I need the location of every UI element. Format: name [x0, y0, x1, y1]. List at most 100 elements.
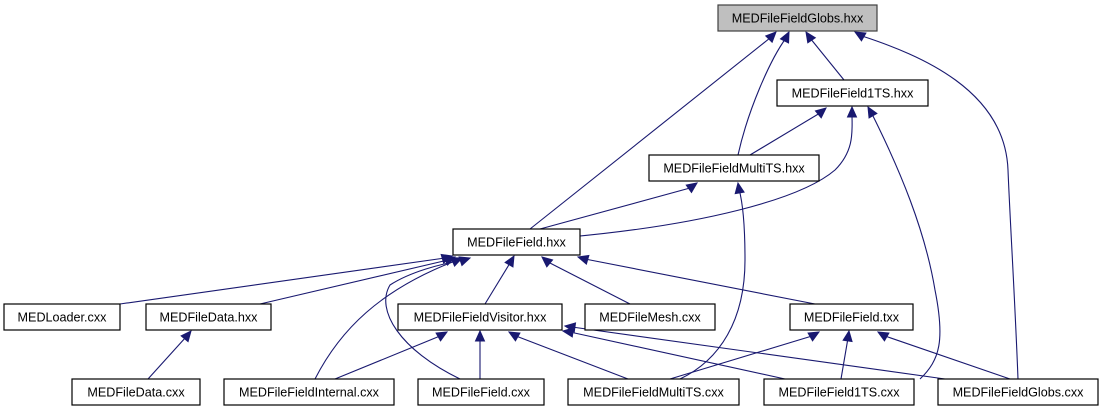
edge-line [749, 112, 821, 156]
node-box[interactable] [648, 154, 820, 182]
edge-medfilefield1ts-hxx-to-medfilefieldglobs-hxx [805, 30, 845, 81]
node-label: MEDFileField.txx [804, 311, 900, 325]
node-box[interactable] [763, 378, 915, 406]
node-label: MEDFileFieldGlobs.hxx [732, 12, 864, 26]
arrowhead-icon [563, 322, 577, 333]
arrowhead-icon [180, 330, 192, 343]
edge-line [529, 37, 771, 230]
edge-line [571, 326, 946, 380]
edge-line [547, 261, 631, 305]
edge-line [584, 258, 816, 305]
edge-medfilefield1ts-cxx-to-medfilefieldvisitor-hxx [561, 327, 786, 380]
arrowhead-icon [867, 105, 878, 119]
arrowhead-icon [504, 254, 515, 268]
node-medfilefield-hxx[interactable]: MEDFileField.hxx [452, 228, 581, 256]
node-medfilefield1ts-cxx[interactable]: MEDFileField1TS.cxx [763, 378, 915, 406]
edge-line [809, 37, 845, 81]
node-medloader-cxx[interactable]: MEDLoader.cxx [3, 303, 121, 331]
edge-medfilefield-txx-to-medfilefield-hxx [576, 254, 816, 305]
node-medfiledata-cxx[interactable]: MEDFileData.cxx [71, 378, 201, 406]
edge-medfilefield-cxx-to-medfilefield-hxx [385, 256, 472, 380]
edge-medfiledata-cxx-to-medfiledata-hxx [147, 330, 192, 380]
node-box[interactable] [417, 378, 545, 406]
edge-line [737, 37, 787, 156]
node-medfilefieldinternal-cxx[interactable]: MEDFileFieldInternal.cxx [223, 378, 395, 406]
nodes-layer: MEDFileFieldGlobs.hxxMEDFileField1TS.hxx… [3, 4, 1099, 406]
node-box[interactable] [776, 79, 929, 107]
node-box[interactable] [584, 303, 716, 331]
arrowhead-icon [734, 181, 745, 195]
edge-line [515, 335, 629, 380]
arrowhead-icon [853, 31, 867, 42]
node-label: MEDFileData.hxx [160, 311, 259, 325]
edge-medfilefield1ts-cxx-to-medfilefield-txx [840, 329, 853, 380]
node-label: MEDFileFieldGlobs.cxx [953, 386, 1085, 400]
edge-medfilefieldinternal-cxx-to-medfilefieldvisitor-hxx [334, 331, 449, 380]
edges-layer [119, 30, 1019, 380]
edge-medloader-cxx-to-medfilefield-hxx [119, 253, 454, 305]
node-box[interactable] [937, 378, 1099, 406]
edge-line [334, 335, 441, 380]
edge-line [861, 35, 1019, 380]
node-medfilefield-cxx[interactable]: MEDFileField.cxx [417, 378, 545, 406]
edge-line [871, 113, 941, 380]
edge-line [669, 335, 813, 380]
node-box[interactable] [3, 303, 121, 331]
edge-line [259, 259, 449, 305]
edge-medfilefield-hxx-to-medfilefieldglobs-hxx [529, 31, 777, 230]
node-label: MEDFileMesh.cxx [599, 311, 701, 325]
edge-line [884, 335, 1011, 380]
node-label: MEDFileFieldVisitor.hxx [414, 311, 547, 325]
node-box[interactable] [71, 378, 201, 406]
edge-medfilefieldmultits-hxx-to-medfilefield1ts-hxx [749, 107, 827, 156]
node-box[interactable] [145, 303, 272, 331]
arrowhead-icon [807, 331, 821, 342]
node-box[interactable] [789, 303, 914, 331]
node-medfilefieldglobs-cxx[interactable]: MEDFileFieldGlobs.cxx [937, 378, 1099, 406]
edge-line [569, 113, 853, 238]
edge-line [314, 260, 456, 380]
node-label: MEDLoader.cxx [18, 311, 108, 325]
node-label: MEDFileField1TS.hxx [792, 87, 914, 101]
node-label: MEDFileField1TS.cxx [778, 386, 900, 400]
node-label: MEDFileFieldInternal.cxx [239, 386, 380, 400]
arrowhead-icon [435, 331, 449, 342]
edge-line [147, 336, 187, 380]
node-medfilefield-txx[interactable]: MEDFileField.txx [789, 303, 914, 331]
node-label: MEDFileFieldMultiTS.hxx [663, 162, 805, 176]
arrowhead-icon [805, 30, 817, 44]
edge-line [484, 262, 511, 305]
edge-medfilefieldmultits-hxx-to-medfilefieldglobs-hxx [737, 30, 790, 156]
node-medfilefieldvisitor-hxx[interactable]: MEDFileFieldVisitor.hxx [397, 303, 563, 331]
node-box[interactable] [223, 378, 395, 406]
edge-medfilefield-hxx-to-medfilefieldmultits-hxx [539, 182, 698, 230]
node-label: MEDFileField.hxx [467, 236, 566, 250]
arrowhead-icon [458, 256, 472, 267]
node-medfilefieldglobs-hxx[interactable]: MEDFileFieldGlobs.hxx [717, 4, 878, 32]
edge-medfilefieldglobs-cxx-to-medfilefieldvisitor-hxx [563, 322, 946, 380]
edge-line [119, 257, 446, 305]
node-box[interactable] [567, 378, 740, 406]
node-medfiledata-hxx[interactable]: MEDFileData.hxx [145, 303, 272, 331]
arrowhead-icon [507, 331, 521, 342]
edge-line [679, 188, 746, 380]
node-box[interactable] [397, 303, 563, 331]
arrowhead-icon [541, 256, 554, 268]
edge-medfilefieldglobs-cxx-to-medfilefield-txx [876, 331, 1011, 380]
edge-medfilefield-hxx-to-medfilefield1ts-hxx [569, 105, 858, 238]
edge-line [385, 259, 465, 380]
edge-medfilefield1ts-cxx-to-medfilefield1ts-hxx [867, 105, 941, 380]
node-medfilefield1ts-hxx[interactable]: MEDFileField1TS.hxx [776, 79, 929, 107]
edge-medfilefieldmultits-cxx-to-medfilefieldvisitor-hxx [507, 331, 629, 380]
node-box[interactable] [452, 228, 581, 256]
node-medfilemesh-cxx[interactable]: MEDFileMesh.cxx [584, 303, 716, 331]
edge-medfilemesh-cxx-to-medfilefield-hxx [541, 256, 631, 305]
arrowhead-icon [846, 105, 858, 118]
arrowhead-icon [474, 329, 486, 342]
node-medfilefieldmultits-cxx[interactable]: MEDFileFieldMultiTS.cxx [567, 378, 740, 406]
arrowhead-icon [876, 331, 890, 342]
arrowhead-icon [576, 254, 590, 265]
node-medfilefieldmultits-hxx[interactable]: MEDFileFieldMultiTS.hxx [648, 154, 820, 182]
node-label: MEDFileField.cxx [432, 386, 531, 400]
node-box[interactable] [717, 4, 878, 32]
